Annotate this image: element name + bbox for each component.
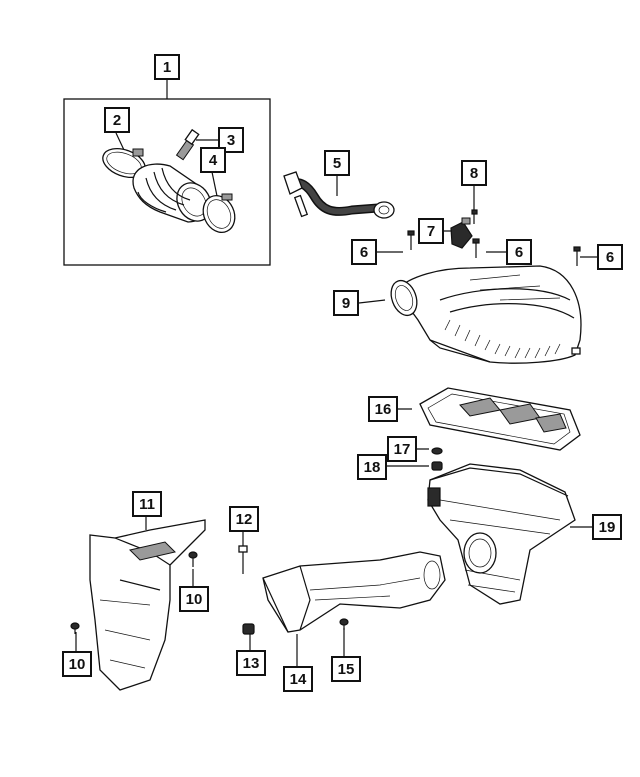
callout-9: 9: [333, 290, 359, 316]
callout-11: 11: [132, 491, 162, 517]
sensor-part-3: [175, 128, 200, 161]
callout-17: 17: [387, 436, 417, 462]
screw-part-6-c: [573, 246, 581, 266]
air-cleaner-housing-part-19: [427, 463, 576, 605]
clip-part-13: [242, 623, 255, 635]
callout-15: 15: [331, 656, 361, 682]
callout-4: 4: [200, 147, 226, 173]
screw-part-6-b: [472, 238, 480, 258]
bolt-part-12: [238, 545, 248, 574]
clamp-part-4: [202, 193, 236, 233]
grommet-part-17: [431, 447, 443, 455]
callout-10-b: 10: [62, 651, 92, 677]
screw-part-8: [471, 209, 478, 224]
clamp-part-2: [102, 148, 146, 178]
push-pin-part-10-a: [188, 551, 198, 567]
callout-14: 14: [283, 666, 313, 692]
isolator-part-18: [431, 461, 443, 471]
callout-5: 5: [324, 150, 350, 176]
callout-18: 18: [357, 454, 387, 480]
push-pin-part-10-b: [70, 622, 80, 634]
callout-10-a: 10: [179, 586, 209, 612]
callout-13: 13: [236, 650, 266, 676]
callout-2: 2: [104, 107, 130, 133]
callout-12: 12: [229, 506, 259, 532]
shield-part-11: [89, 519, 206, 691]
screw-part-6-a: [407, 230, 415, 250]
air-cleaner-cover-part-9: [390, 265, 582, 364]
breather-hose-part-5: [283, 171, 395, 219]
callout-6-c: 6: [597, 244, 623, 270]
callout-7: 7: [418, 218, 444, 244]
maf-sensor-part-7: [450, 217, 473, 249]
callout-1: 1: [154, 54, 180, 80]
callout-8: 8: [461, 160, 487, 186]
callout-19: 19: [592, 514, 622, 540]
air-inlet-duct-part-14: [262, 551, 446, 633]
air-filter-part-16: [419, 387, 581, 451]
callout-16: 16: [368, 396, 398, 422]
callout-6-a: 6: [351, 239, 377, 265]
callout-6-b: 6: [506, 239, 532, 265]
clip-part-15: [339, 618, 349, 630]
